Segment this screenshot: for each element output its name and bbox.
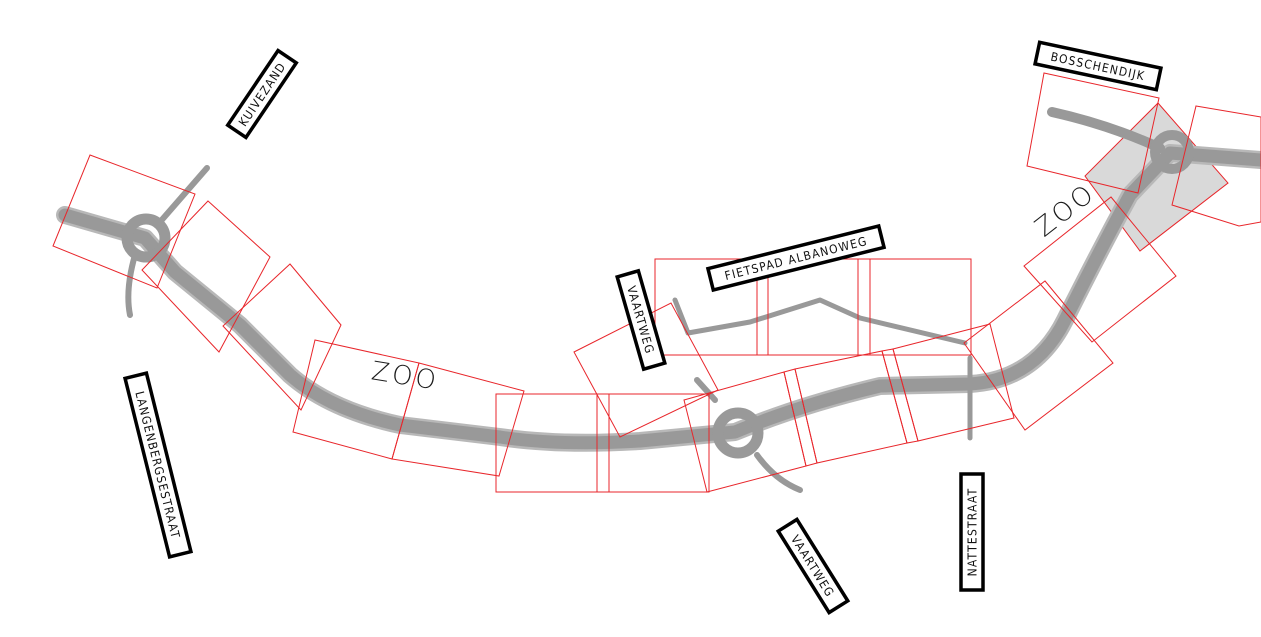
svg-text:KUIVEZAND: KUIVEZAND <box>236 60 289 129</box>
road-network <box>56 107 1261 493</box>
kuivezand-south-road <box>125 252 138 318</box>
street-label-langenbergsestraat[interactable]: LANGENBERGSESTRAAT <box>122 370 194 560</box>
roundabout-middle <box>712 407 764 459</box>
street-label-vaartweg-south[interactable]: VAARTWEG <box>775 517 851 615</box>
sheet-frame[interactable] <box>52 154 196 289</box>
street-label-bosschendijk[interactable]: BOSSCHENDIJK <box>1032 40 1164 92</box>
kuivezand-road <box>157 165 210 225</box>
sheet-frame[interactable] <box>1023 196 1177 343</box>
street-labels: KUIVEZAND BOSSCHENDIJK FIETSPAD ALBANOWE… <box>122 40 1164 615</box>
zone-label-zoo-west: ZOO <box>369 356 441 396</box>
sheet-frame[interactable] <box>141 200 271 353</box>
roundabouts <box>121 130 1194 459</box>
fietspad-road <box>672 297 968 346</box>
sheet-frame[interactable] <box>222 263 342 411</box>
street-label-nattestraat[interactable]: NATTESTRAAT <box>959 472 985 592</box>
sheet-frame[interactable] <box>1026 72 1160 194</box>
sheet-frame[interactable] <box>881 348 919 444</box>
sheet-frame[interactable] <box>391 362 525 477</box>
street-label-vaartweg-north[interactable]: VAARTWEG <box>615 268 667 372</box>
sheet-frame[interactable] <box>1171 105 1261 227</box>
street-label-kuivezand[interactable]: KUIVEZAND <box>225 48 299 140</box>
roundabout-east <box>1150 130 1194 174</box>
vaartweg-road-south <box>754 452 803 493</box>
roundabout-west <box>121 213 171 263</box>
sheet-frame[interactable] <box>892 323 1015 442</box>
vaartweg-road-north <box>694 377 718 403</box>
main-road <box>58 146 1261 450</box>
sheet-frame[interactable] <box>963 280 1114 431</box>
zone-labels: ZOO ZOO <box>369 178 1101 397</box>
sheet-frame[interactable] <box>869 258 972 356</box>
sheet-frame[interactable] <box>608 393 710 493</box>
sheet-frame[interactable] <box>857 258 871 356</box>
svg-text:NATTESTRAAT: NATTESTRAAT <box>966 488 980 577</box>
sheet-outlines <box>52 72 1261 493</box>
